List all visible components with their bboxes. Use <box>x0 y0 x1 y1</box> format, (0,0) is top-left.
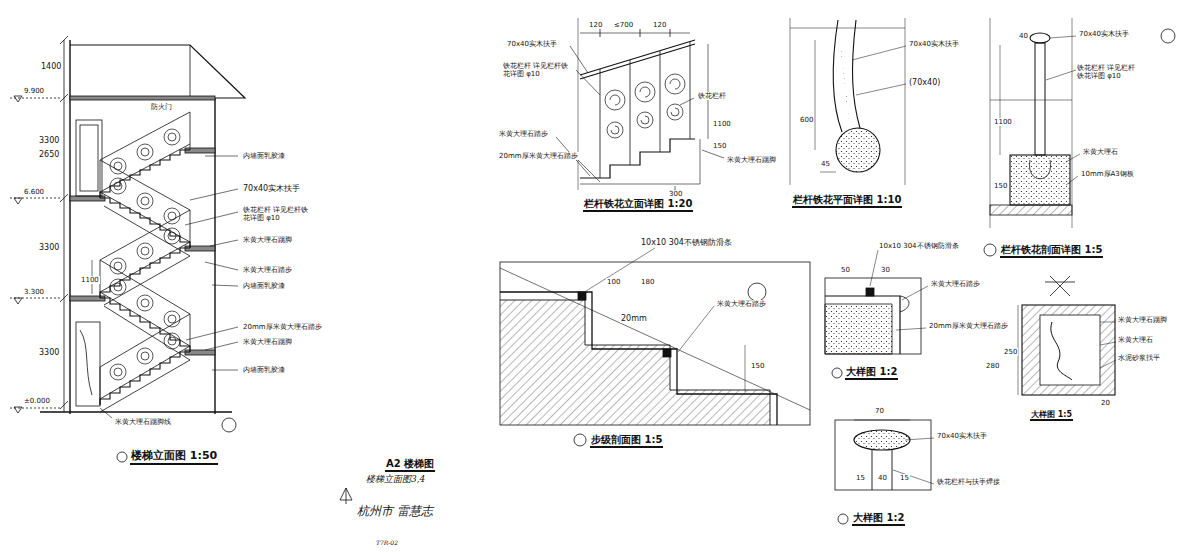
dimension-text: 3300 <box>38 243 60 252</box>
dimension-text: 1100 <box>80 276 100 284</box>
handrail-detail <box>835 420 934 524</box>
annotation-note: 内墙面乳胶漆 <box>242 282 286 290</box>
dimension-text: 40 <box>1018 32 1029 40</box>
level-mark: ±0.000 <box>23 397 51 405</box>
dimension-text: (70x40) <box>908 78 941 87</box>
skirting-detail <box>1018 276 1116 395</box>
dimension-text: 150 <box>993 182 1008 190</box>
annotation-note: 米黄大理石踢脚线 <box>114 418 172 426</box>
dimension-text: 120 <box>652 21 667 29</box>
sheet-mark: 杭州市 雷慧志 <box>356 505 434 519</box>
dimension-text: 300 <box>668 190 683 198</box>
dimension-text: 1100 <box>712 120 732 128</box>
annotation-note: 铁花栏杆 详见栏杆铁花详图 φ10 <box>242 206 316 222</box>
annotation-note: 米黄大理石踢脚 <box>726 156 777 164</box>
dimension-text: 120 <box>588 21 603 29</box>
drawing-title: 步级剖面图 1:5 <box>590 434 663 448</box>
sheet-mark: T7R-02 <box>375 540 399 547</box>
dimension-text: 150 <box>750 362 765 370</box>
dimension-text: 1100 <box>993 118 1013 126</box>
annotation-note: 铁花栏杆 详见栏杆铁花详图 φ10 <box>1076 64 1140 80</box>
railing-elevation-detail <box>556 18 724 192</box>
annotation-note: 10x10 304不锈钢防滑条 <box>640 238 733 247</box>
annotation-note: 70x40实木扶手 <box>1078 30 1130 38</box>
dimension-text: 100 <box>606 278 621 286</box>
step-section-detail <box>500 248 810 446</box>
annotation-note: 防火门 <box>150 103 173 111</box>
annotation-note: 70x40实木扶手 <box>908 40 960 48</box>
dimension-text: 250 <box>1003 348 1018 356</box>
annotation-note: 铁花栏杆与扶手焊接 <box>936 478 1001 486</box>
dimension-text: 1400 <box>40 62 62 71</box>
drawing-title: 大样图 1:2 <box>845 366 898 380</box>
dimension-text: 2650 <box>38 150 60 159</box>
annotation-note: 米黄大理石踏步 <box>242 266 293 274</box>
annotation-note: 铁花栏杆 <box>697 92 727 100</box>
annotation-note: 米黄大理石踢脚 <box>1117 316 1181 324</box>
annotation-note: 70x40实木扶手 <box>506 40 558 48</box>
dimension-text: 3300 <box>38 348 60 357</box>
drawing-title: 栏杆铁花平面详图 1:10 <box>792 194 902 208</box>
annotation-note: 20mm厚米黄大理石踏步 <box>242 323 323 331</box>
sheet-mark: 楼梯立面图3,4 <box>365 474 426 484</box>
dimension-text: 15 <box>855 474 866 482</box>
annotation-note: 米黄大理石踢脚 <box>242 338 293 346</box>
annotation-note: 内墙面乳胶漆 <box>242 366 286 374</box>
annotation-note: 米黄大理石踏步 <box>716 300 767 308</box>
annotation-note: 米黄大理石 <box>1117 336 1181 344</box>
drawing-title: A2 楼梯图 <box>385 458 435 472</box>
annotation-note: 米黄大理石踏步 <box>930 280 981 288</box>
railing-section-detail <box>984 18 1175 256</box>
annotation-note: 70x40实木扶手 <box>936 432 988 440</box>
annotation-note: 米黄大理石踏步 <box>498 130 549 138</box>
level-mark: 9.900 <box>23 87 45 95</box>
dimension-text: 280 <box>985 362 1000 370</box>
annotation-note: 10x10 304不锈钢防滑条 <box>878 242 960 250</box>
drawing-title: 栏杆铁花剖面详图 1:5 <box>1000 244 1103 258</box>
dimension-text: 50 <box>840 266 851 274</box>
dimension-text: 70 <box>874 407 885 415</box>
dimension-text: 180 <box>640 278 655 286</box>
annotation-note: 70x40实木扶手 <box>242 184 301 193</box>
stair-elevation <box>10 36 245 462</box>
dimension-text: 20 <box>1100 399 1111 407</box>
nosing-detail <box>825 250 928 378</box>
dimension-text: 30 <box>880 266 891 274</box>
annotation-note: 20mm厚米黄大理石踏步 <box>498 152 579 160</box>
annotation-note: 10mm厚A3钢板 <box>1080 170 1135 178</box>
annotation-note: 20mm厚米黄大理石踏步 <box>928 322 1009 330</box>
drawing-title: 大样图 1:5 <box>1030 410 1073 421</box>
annotation-note: 水泥砂浆找平 <box>1117 354 1181 362</box>
railing-plan-detail <box>790 18 906 185</box>
dimension-text: 20mm <box>620 314 648 323</box>
dimension-text: 45 <box>820 160 831 168</box>
dimension-text: 3300 <box>38 136 60 145</box>
dimension-text: 15 <box>899 474 910 482</box>
dimension-text: 40 <box>877 474 888 482</box>
dimension-text: 600 <box>799 116 814 124</box>
annotation-note: 内墙面乳胶漆 <box>242 152 286 160</box>
annotation-note: 铁花栏杆 详见栏杆铁花详图 φ10 <box>502 62 576 78</box>
annotation-note: 米黄大理石踢脚 <box>242 236 293 244</box>
annotation-note: 米黄大理石 <box>1082 148 1119 156</box>
drawing-title: 栏杆铁花立面详图 1:20 <box>583 198 693 212</box>
dimension-text: ≤700 <box>613 21 634 29</box>
level-mark: 6.600 <box>23 188 45 196</box>
drawing-title: 大样图 1:2 <box>852 512 905 526</box>
dimension-text: 150 <box>712 142 727 150</box>
drawing-title: 楼梯立面图 1:50 <box>130 450 218 465</box>
level-mark: 3.300 <box>23 288 45 296</box>
